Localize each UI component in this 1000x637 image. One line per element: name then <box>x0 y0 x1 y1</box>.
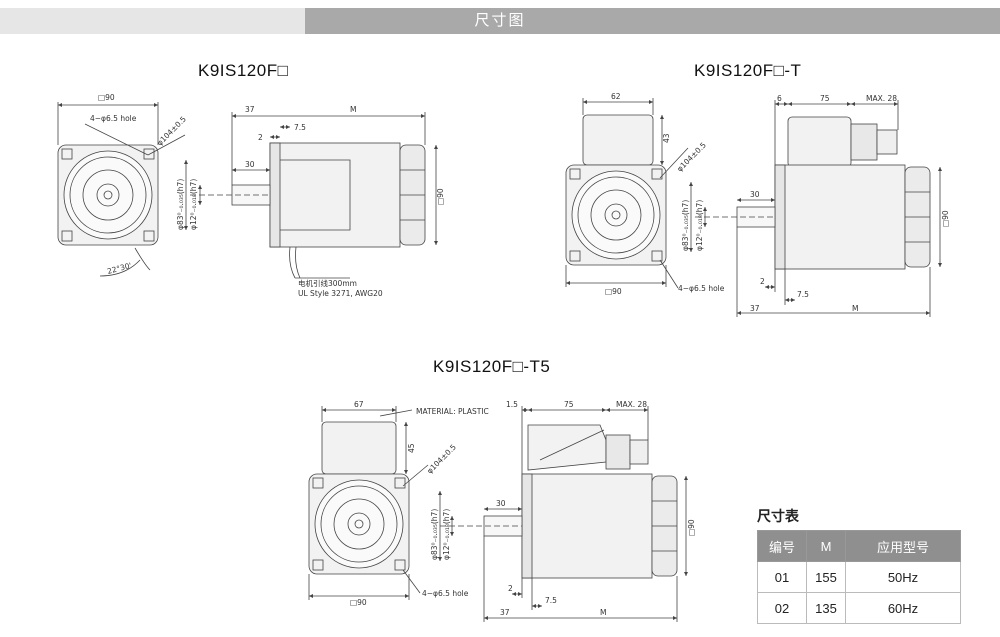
model-title-1: K9IS120F□ <box>198 61 289 80</box>
d3-7_5-label: 7.5 <box>545 596 557 605</box>
d1-hole-label: 4−φ6.5 hole <box>90 114 137 123</box>
d1-2-label: 2 <box>258 133 263 142</box>
d1-30-label: 30 <box>245 160 255 169</box>
d2-sq90-side-label: □90 <box>941 210 950 227</box>
d3-sq90-side-label: □90 <box>687 519 696 536</box>
d2-hole-label: 4−φ6.5 hole <box>678 284 725 293</box>
cell-no: 02 <box>757 592 807 624</box>
model-title-2: K9IS120F□-T <box>694 61 802 80</box>
banner-right-bar <box>305 8 1000 34</box>
d1-7_5-label: 7.5 <box>294 123 306 132</box>
drawing1-front-view <box>57 102 186 277</box>
header-m: M <box>806 530 846 562</box>
header-no: 编号 <box>757 530 807 562</box>
header-model: 应用型号 <box>845 530 961 562</box>
d2-max28-label: MAX. 28 <box>866 94 897 103</box>
d1-angle-label: 22°30' <box>106 261 132 276</box>
d3-75-label: 75 <box>564 400 574 409</box>
d3-1_5-label: 1.5 <box>506 400 518 409</box>
d2-43-label: 43 <box>662 133 671 143</box>
d3-material-label: MATERIAL: PLASTIC <box>416 407 489 416</box>
d3-max28-label: MAX. 28 <box>616 400 647 409</box>
d2-7_5-label: 7.5 <box>797 290 809 299</box>
d2-37-label: 37 <box>750 304 760 313</box>
d3-30-label: 30 <box>496 499 506 508</box>
d3-M-label: M <box>600 608 606 617</box>
drawing3-side-view <box>438 406 688 622</box>
d1-shaft-label: φ12⁰₋₀.₀₁₈(h7) <box>189 179 198 230</box>
section-banner: 尺寸图 <box>0 8 1000 34</box>
drawing3-front-view <box>308 406 429 600</box>
d2-75-label: 75 <box>820 94 830 103</box>
table-row: 01 155 50Hz <box>757 561 961 593</box>
d2-30-label: 30 <box>750 190 760 199</box>
d3-sq90-label: □90 <box>350 598 367 607</box>
banner-left-bar <box>0 8 305 34</box>
d2-2-label: 2 <box>760 277 765 286</box>
drawing1-side-view <box>184 112 438 279</box>
d3-67-label: 67 <box>354 400 364 409</box>
table-header-row: 编号 M 应用型号 <box>757 530 961 562</box>
d1-lead-spec-label: UL Style 3271, AWG20 <box>298 289 383 298</box>
d1-sq90-side-label: □90 <box>436 188 445 205</box>
d1-lead-label: 电机引线300mm <box>298 278 357 288</box>
cell-model: 60Hz <box>845 592 961 624</box>
drawing2-side-view <box>689 100 942 317</box>
d1-sq90-label: □90 <box>98 93 115 102</box>
drawing2-front-view <box>565 98 689 289</box>
d3-hole-label: 4−φ6.5 hole <box>422 589 469 598</box>
d3-45-label: 45 <box>407 443 416 453</box>
d3-2-label: 2 <box>508 584 513 593</box>
d1-pilot-label: φ83⁰₋₀.₀₃₅(h7) <box>176 179 185 230</box>
d2-pilot-label: φ83⁰₋₀.₀₃₅(h7) <box>681 200 690 251</box>
d2-sq90-label: □90 <box>605 287 622 296</box>
cell-m: 135 <box>806 592 846 624</box>
table-row: 02 135 60Hz <box>757 592 961 624</box>
d1-M-label: M <box>350 105 356 114</box>
d3-37-label: 37 <box>500 608 510 617</box>
size-table: 编号 M 应用型号 01 155 50Hz 02 135 60Hz <box>757 530 961 624</box>
cell-model: 50Hz <box>845 561 961 593</box>
d2-62-label: 62 <box>611 92 621 101</box>
cell-no: 01 <box>757 561 807 593</box>
d2-6-label: 6 <box>777 94 782 103</box>
d3-pilot-label: φ83⁰₋₀.₀₃₅(h7) <box>430 509 439 560</box>
d3-shaft-label: φ12⁰₋₀.₀₁₈(h7) <box>442 509 451 560</box>
d2-M-label: M <box>852 304 858 313</box>
section-title: 尺寸图 <box>474 12 526 29</box>
d3-pcd-label: φ104±0.5 <box>425 442 458 475</box>
d2-shaft-label: φ12⁰₋₀.₀₁₈(h7) <box>695 200 704 251</box>
size-table-title: 尺寸表 <box>757 508 799 524</box>
cell-m: 155 <box>806 561 846 593</box>
model-title-3: K9IS120F□-T5 <box>433 357 551 376</box>
d1-37-label: 37 <box>245 105 255 114</box>
